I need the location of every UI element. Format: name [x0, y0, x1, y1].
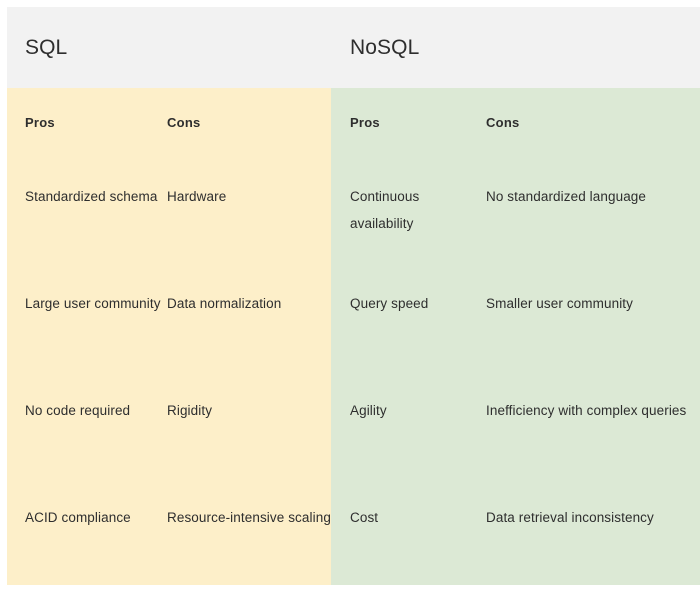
sql-column-header-pros: Pros [25, 115, 55, 130]
sql-pros-item: Standardized schema [25, 189, 158, 204]
nosql-row: Query speed Smaller user community [331, 290, 700, 317]
sql-row: Standardized schema Hardware [7, 183, 331, 210]
sql-vs-nosql-comparison-board: SQL Pros Cons Standardized schema Hardwa… [7, 7, 700, 585]
sql-column-header-row: Pros Cons [7, 109, 331, 136]
nosql-pros-item: Agility [350, 403, 387, 418]
nosql-row: Agility Inefficiency with complex querie… [331, 397, 700, 424]
sql-cons-item: Data normalization [167, 296, 282, 311]
sql-row: Large user community Data normalization [7, 290, 331, 317]
panel-body-sql: Pros Cons Standardized schema Hardware L… [7, 88, 331, 585]
sql-row: No code required Rigidity [7, 397, 331, 424]
nosql-grid: Pros Cons Continuous availability No sta… [331, 88, 700, 585]
sql-row: ACID compliance Resource-intensive scali… [7, 504, 331, 531]
panel-sql: SQL Pros Cons Standardized schema Hardwa… [7, 7, 331, 585]
nosql-pros-item: Cost [350, 510, 379, 525]
nosql-cons-item: Inefficiency with complex queries [486, 403, 687, 418]
panel-title-nosql: NoSQL [350, 35, 420, 59]
sql-cons-item: Hardware [167, 189, 227, 204]
nosql-row: Cost Data retrieval inconsistency [331, 504, 700, 531]
panel-header-sql: SQL [7, 7, 331, 88]
nosql-cons-item: Smaller user community [486, 296, 633, 311]
sql-grid: Pros Cons Standardized schema Hardware L… [7, 88, 331, 585]
sql-cons-item: Resource-intensive scaling [167, 510, 331, 525]
nosql-pros-item: Continuous availability [350, 189, 420, 231]
nosql-cons-item: Data retrieval inconsistency [486, 510, 654, 525]
panel-title-sql: SQL [25, 35, 68, 59]
nosql-row: Continuous availability No standardized … [331, 183, 700, 237]
panel-body-nosql: Pros Cons Continuous availability No sta… [331, 88, 700, 585]
nosql-column-header-row: Pros Cons [331, 109, 700, 136]
panel-header-nosql: NoSQL [331, 7, 700, 88]
sql-pros-item: ACID compliance [25, 510, 131, 525]
panel-nosql: NoSQL Pros Cons Continuous availability … [331, 7, 700, 585]
nosql-column-header-cons: Cons [486, 115, 520, 130]
sql-pros-item: No code required [25, 403, 131, 418]
nosql-pros-item: Query speed [350, 296, 429, 311]
sql-cons-item: Rigidity [167, 403, 213, 418]
sql-column-header-cons: Cons [167, 115, 201, 130]
nosql-cons-item: No standardized language [486, 189, 647, 204]
sql-pros-item: Large user community [25, 296, 161, 311]
nosql-column-header-pros: Pros [350, 115, 380, 130]
